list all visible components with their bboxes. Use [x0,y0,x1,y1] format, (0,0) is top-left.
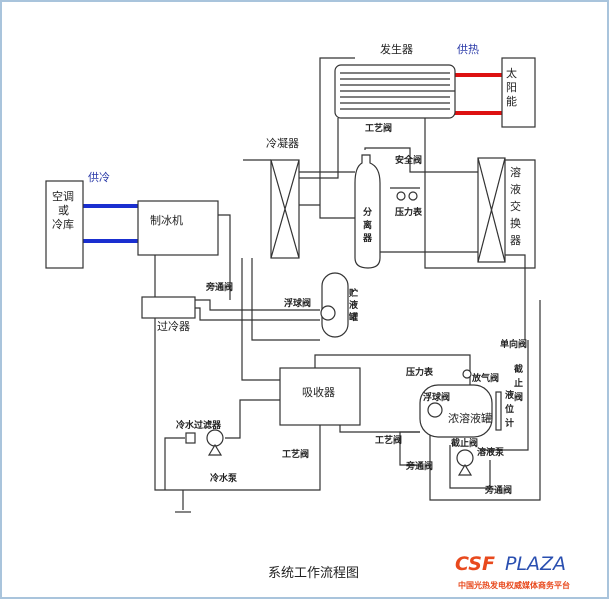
process-valve-label-3: 工艺阀 [375,434,402,446]
logo-tagline: 中国光热发电权威媒体商务平台 [458,580,570,590]
stop-valve-v-label-3: 阀 [514,391,523,403]
check-valve-label: 单向阀 [500,338,527,350]
water-filter [185,432,196,444]
solar-box [501,57,536,128]
bypass-valve-label-2: 旁通阀 [405,460,433,472]
level-gauge-label-3: 计 [505,417,514,429]
condenser-exchanger [270,159,300,259]
diagram-title: 系统工作流程图 [268,566,359,581]
pipes [154,57,541,513]
liquid-tank-label-1: 贮 [348,287,358,299]
generator-label: 发生器 [380,42,413,56]
solution-pump [456,449,474,476]
bypass-valve-label-1: 旁通阀 [205,281,233,293]
separator-label-3: 器 [362,233,373,244]
float-ball-2 [427,402,443,418]
liquid-tank-vessel [321,272,349,338]
safety-valve-label: 安全阀 [395,154,422,166]
separator-label-1: 分 [363,206,372,218]
ac-cold-storage-box [45,180,84,269]
solar-label-3: 能 [506,94,517,108]
absorber-label: 吸收器 [302,385,335,399]
level-gauge-label-1: 液 [505,389,515,401]
vent-valve-label: 放气阀 [471,372,499,384]
liquid-tank-label-3: 罐 [348,311,358,323]
solution-pump-label: 溶液泵 [477,446,505,458]
ice-maker-label: 制冰机 [150,213,183,227]
exchanger-label-3: 交 [510,199,521,213]
exchanger-label-5: 器 [510,234,521,247]
stop-valve-v-label-2: 止 [514,377,523,389]
process-valve-label-1: 工艺阀 [365,122,392,134]
separator-label-2: 离 [363,219,372,231]
ice-maker-box [137,200,219,256]
float-valve-label-2: 浮球阀 [423,391,450,403]
water-filter-label: 冷水过滤器 [176,419,222,431]
generator-vessel [334,64,456,119]
subcooler-box [141,296,196,319]
float-ball [320,305,336,321]
exchanger-label-4: 换 [510,216,521,230]
solar-label-2: 阳 [506,81,517,94]
cooling-supply-label: 供冷 [88,170,110,184]
heat-supply-label: 供热 [457,42,479,56]
rich-tank-vessel [419,384,493,438]
ac-label-2: 或 [58,204,69,217]
ac-label-1: 空调 [52,189,74,203]
exchanger-label-1: 溶 [510,165,521,179]
rich-tank-label: 浓溶液罐 [448,411,492,425]
exchanger-label-2: 液 [510,182,521,196]
condenser-label: 冷凝器 [266,136,299,150]
process-valve-label-2: 工艺阀 [282,448,309,460]
separator-vessel [354,154,381,269]
logo-csf: CSF [455,553,495,575]
logo-plaza: PLAZA [505,553,566,575]
bypass-valve-label-3: 旁通阀 [484,484,512,496]
solution-exchanger [477,157,506,263]
stop-valve-label: 截止阀 [451,437,478,449]
subcooler-label: 过冷器 [157,320,190,333]
level-gauge-bar [495,391,502,431]
pressure-gauge-label-1: 压力表 [395,206,423,218]
water-pump-label: 冷水泵 [210,472,238,484]
float-valve-label-1: 浮球阀 [284,297,311,309]
solar-label-1: 太 [506,67,517,80]
liquid-tank-label-2: 液 [349,299,359,311]
ac-label-3: 冷库 [52,218,74,231]
pressure-gauges [390,187,472,379]
water-pump [206,429,224,456]
stop-valve-v-label-1: 截 [514,363,523,375]
level-gauge-label-2: 位 [505,403,514,415]
pressure-gauge-label-2: 压力表 [406,366,434,378]
absorber-box [279,367,361,426]
